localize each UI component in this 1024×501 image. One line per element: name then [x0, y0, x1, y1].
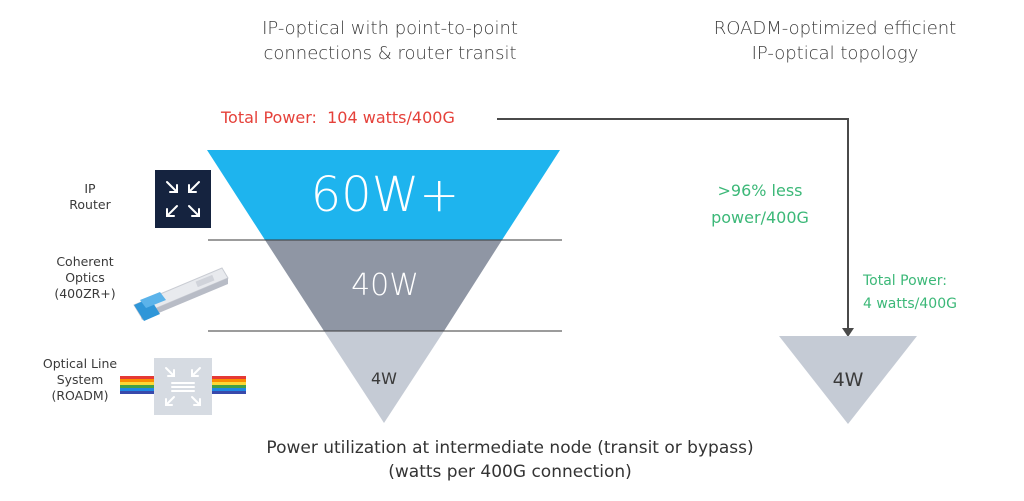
- label-ip-router: IP Router: [50, 181, 130, 213]
- label-coherent-optics-line-1: Coherent: [56, 254, 114, 269]
- label-coherent-optics: Coherent Optics (400ZR+): [45, 254, 125, 302]
- power-savings-line-2: power/400G: [711, 208, 809, 227]
- label-coherent-optics-line-2: Optics: [65, 270, 105, 285]
- label-optical-line-line-2: System: [56, 372, 104, 387]
- bottom-caption: Power utilization at intermediate node (…: [230, 436, 790, 484]
- power-savings-line-1: >96% less: [717, 181, 803, 200]
- total-power-right: Total Power: 4 watts/400G: [863, 270, 983, 316]
- roadm-icon: [120, 358, 246, 415]
- left-title-line-2: connections & router transit: [263, 43, 517, 64]
- right-triangle: [779, 336, 917, 424]
- optics-module-icon: [133, 267, 229, 321]
- total-power-left: Total Power: 104 watts/400G: [221, 108, 455, 127]
- connector-arrow-head: [842, 328, 854, 337]
- layer-ip-router: [207, 150, 560, 240]
- power-savings: >96% less power/400G: [690, 177, 830, 231]
- layer-optical-line: [324, 331, 444, 423]
- right-title: ROADM-optimized efficient IP-optical top…: [700, 16, 970, 66]
- layer-ip-router-value: 60W+: [310, 167, 460, 223]
- right-title-line-2: IP-optical topology: [751, 43, 919, 64]
- caption-line-2: (watts per 400G connection): [388, 462, 632, 482]
- label-optical-line-line-3: (ROADM): [51, 388, 109, 403]
- label-coherent-optics-line-3: (400ZR+): [54, 286, 116, 301]
- right-triangle-value: 4W: [832, 369, 864, 391]
- layer-optical-line-value: 4W: [371, 369, 397, 388]
- label-optical-line-system: Optical Line System (ROADM): [30, 356, 130, 404]
- layer-coherent-optics: [265, 240, 502, 331]
- label-ip-router-line-1: IP: [84, 181, 96, 196]
- layer-coherent-optics-value: 40W: [351, 268, 419, 303]
- total-power-right-line-1: Total Power:: [863, 273, 947, 289]
- right-title-line-1: ROADM-optimized efficient: [713, 18, 957, 39]
- left-title: IP-optical with point-to-point connectio…: [230, 16, 550, 66]
- router-icon: [155, 170, 211, 228]
- label-optical-line-line-1: Optical Line: [42, 356, 118, 371]
- label-ip-router-line-2: Router: [69, 197, 111, 212]
- total-power-right-line-2: 4 watts/400G: [863, 296, 957, 312]
- caption-line-1: Power utilization at intermediate node (…: [266, 438, 754, 458]
- left-title-line-1: IP-optical with point-to-point: [262, 18, 518, 39]
- connector-arrow-line: [497, 118, 849, 330]
